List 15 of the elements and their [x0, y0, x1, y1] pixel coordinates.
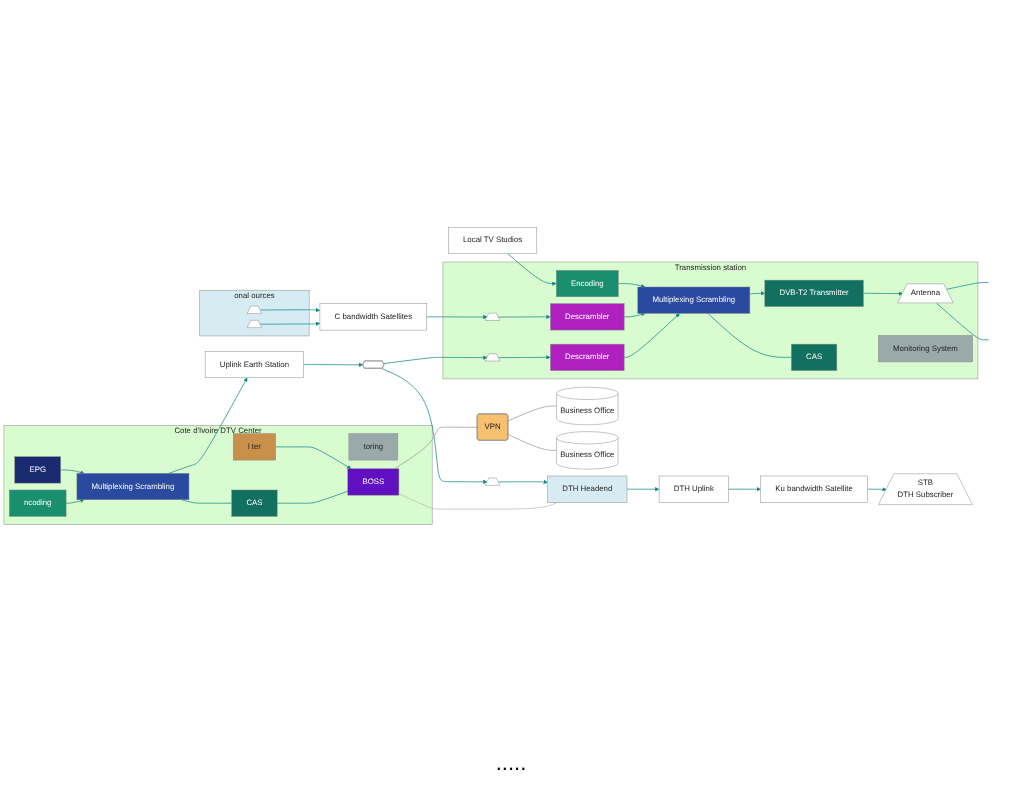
connector	[276, 490, 349, 504]
note-text: .....	[495, 752, 527, 776]
connector	[946, 282, 990, 290]
connector	[393, 426, 478, 470]
connector	[707, 313, 792, 358]
connector	[936, 302, 990, 341]
connector	[507, 405, 557, 422]
node-dish	[246, 305, 263, 314]
node-dish	[484, 312, 501, 321]
node-dish	[246, 320, 263, 328]
node-dish	[484, 477, 501, 486]
connector	[181, 499, 233, 504]
node-dish	[484, 353, 501, 362]
connector	[507, 434, 557, 451]
connector	[398, 493, 558, 510]
